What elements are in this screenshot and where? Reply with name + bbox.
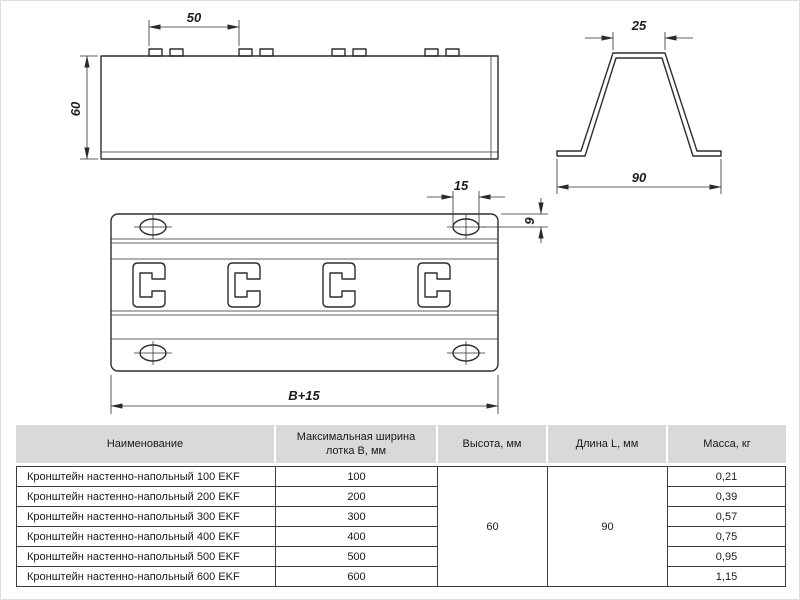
cell-width: 100 — [276, 466, 438, 487]
front-view: 50 60 — [68, 10, 499, 160]
section-view: 25 90 — [556, 18, 722, 194]
dim-pitch-label: 50 — [187, 10, 202, 25]
header-height: Высота, мм — [438, 425, 548, 466]
cell-name: Кронштейн настенно-напольный 400 EKF — [16, 527, 276, 547]
dimension-top-width: 25 — [585, 18, 693, 50]
cell-name: Кронштейн настенно-напольный 600 EKF — [16, 567, 276, 587]
dimension-base-width: 90 — [556, 159, 722, 194]
spec-table: Наименование Максимальная ширина лотка B… — [16, 425, 786, 587]
mounting-holes — [134, 215, 485, 365]
cell-name: Кронштейн настенно-напольный 200 EKF — [16, 487, 276, 507]
table-row: Кронштейн настенно-напольный 300 EKF 300… — [16, 507, 786, 527]
dim-hole-offset-label: 9 — [522, 217, 537, 225]
dimension-hole-width: 15 — [427, 178, 505, 225]
dimension-overall-width: B+15 — [110, 375, 499, 414]
front-view-tabs — [148, 48, 460, 57]
table-row: Кронштейн настенно-напольный 200 EKF 200… — [16, 487, 786, 507]
dim-base-width-label: 90 — [632, 170, 647, 185]
header-max-width: Максимальная ширина лотка B, мм — [276, 425, 438, 466]
dimension-hole-offset: 9 — [482, 198, 548, 243]
dim-top-width-label: 25 — [631, 18, 647, 33]
cell-mass: 0,21 — [668, 466, 786, 487]
header-name: Наименование — [16, 425, 276, 466]
cell-height-shared: 60 — [438, 466, 548, 587]
cell-mass: 0,75 — [668, 527, 786, 547]
header-length: Длина L, мм — [548, 425, 668, 466]
dim-height-label: 60 — [68, 101, 83, 116]
cell-width: 300 — [276, 507, 438, 527]
table-row: Кронштейн настенно-напольный 100 EKF 100… — [16, 466, 786, 587]
dimension-pitch: 50 — [148, 10, 240, 46]
table-row: Кронштейн настенно-напольный 400 EKF 400… — [16, 527, 786, 547]
dim-overall-width-label: B+15 — [288, 388, 320, 403]
cell-mass: 0,39 — [668, 487, 786, 507]
header-mass: Масса, кг — [668, 425, 786, 466]
cell-width: 600 — [276, 567, 438, 587]
table-row: Кронштейн настенно-напольный 600 EKF 600… — [16, 567, 786, 587]
dim-hole-width-label: 15 — [454, 178, 469, 193]
cell-name: Кронштейн настенно-напольный 500 EKF — [16, 547, 276, 567]
dimension-height: 60 — [68, 55, 98, 160]
cell-name: Кронштейн настенно-напольный 100 EKF — [16, 466, 276, 487]
cell-width: 400 — [276, 527, 438, 547]
cell-name: Кронштейн настенно-напольный 300 EKF — [16, 507, 276, 527]
cell-length-shared: 90 — [548, 466, 668, 587]
technical-drawing: 50 60 25 90 — [68, 10, 722, 414]
table-header-row: Наименование Максимальная ширина лотка B… — [16, 425, 786, 466]
cell-mass: 0,57 — [668, 507, 786, 527]
cell-width: 500 — [276, 547, 438, 567]
clip-cutouts — [132, 262, 451, 308]
plan-view: 15 9 B+15 — [110, 178, 548, 414]
cell-mass: 0,95 — [668, 547, 786, 567]
cell-width: 200 — [276, 487, 438, 507]
cell-mass: 1,15 — [668, 567, 786, 587]
table-row: Кронштейн настенно-напольный 500 EKF 500… — [16, 547, 786, 567]
